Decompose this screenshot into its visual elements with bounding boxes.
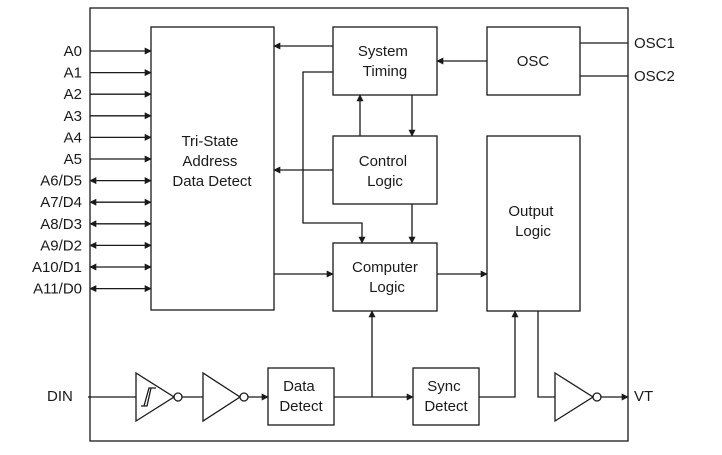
pin-osc1: OSC1 [634,35,675,52]
data-detect-block [267,367,335,426]
sync-detect-label: Sync Detect [424,378,468,415]
system-timing-block [332,26,438,96]
pin-osc2: OSC2 [634,68,675,85]
timing-to-computer-path [302,71,366,244]
tristate-block [150,26,275,311]
inverter-icon [202,371,242,423]
pin-din: DIN [47,388,73,405]
output-to-vt-path [537,311,555,398]
pin-label: A7/D4 [40,194,82,211]
sync-detect-block [412,367,480,426]
system-timing-label: System Timing [358,43,412,80]
pin-label: A3 [64,108,82,125]
osc-block [486,26,581,96]
pin-label: A8/D3 [40,216,82,233]
schmitt-inverter-bubble-icon [173,392,183,402]
schmitt-symbol-icon [141,387,156,407]
pin-vt: VT [634,388,653,405]
pin-label: A0 [64,43,82,60]
pin-label: A9/D2 [40,237,82,254]
control-logic-block [332,135,438,205]
output-inverter-icon [554,371,595,423]
pin-label: A4 [64,129,82,146]
pin-label: A1 [64,65,82,82]
tristate-label: Tri-State Address Data Detect [172,133,252,190]
output-logic-label: Output Logic [508,203,557,240]
pin-label: A5 [64,151,82,168]
data-detect-label: Data Detect [279,378,323,415]
pin-label: A10/D1 [32,259,82,276]
computer-logic-label: Computer Logic [352,259,422,296]
pin-label: A6/D5 [40,173,82,190]
inverter-bubble-icon [239,392,249,402]
output-inverter-bubble-icon [592,392,602,402]
osc-label: OSC [517,53,550,70]
computer-logic-block [332,242,438,312]
left-pin-labels: A0A1A2A3A4A5A6/D5A7/D4A8/D3A9/D2A10/D1A1… [32,43,82,298]
pin-label: A2 [64,86,82,103]
control-logic-label: Control Logic [359,153,412,190]
sync-to-output-path [479,310,519,398]
output-logic-block [486,135,581,312]
pin-label: A11/D0 [33,281,82,298]
left-pin-arrows [89,47,152,293]
schmitt-buffer-icon [135,371,176,423]
